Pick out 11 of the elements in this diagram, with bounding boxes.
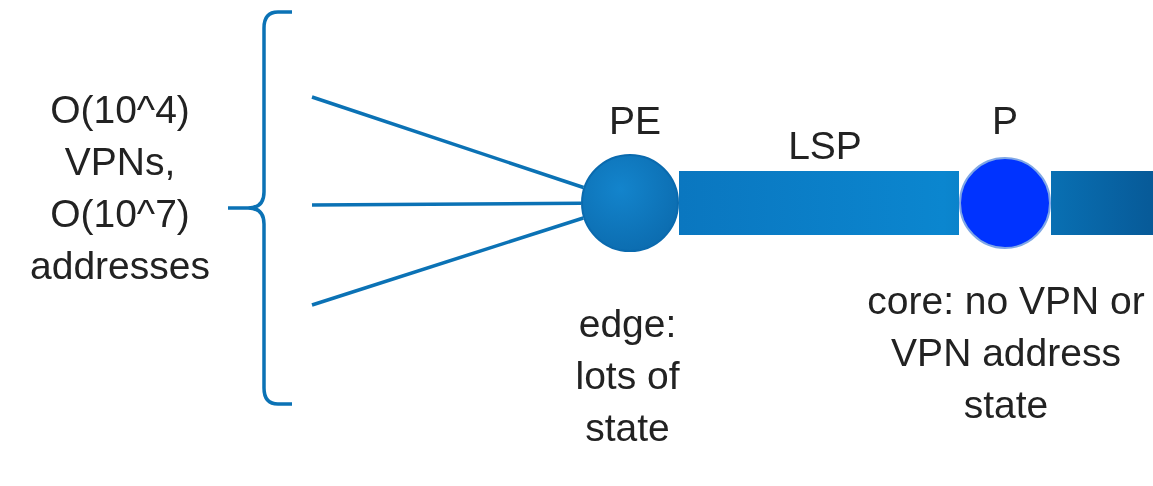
- connector-line: [312, 201, 581, 207]
- scale-note: O(10^4) VPNs, O(10^7) addresses: [29, 87, 211, 289]
- connector-line: [311, 216, 584, 307]
- node-label: P: [991, 98, 1019, 144]
- node-description: edge: lots of state: [574, 301, 681, 451]
- node-label: PE: [608, 98, 662, 144]
- lsp-band: [679, 171, 959, 235]
- edge-label: LSP: [787, 123, 863, 169]
- connector-line: [311, 95, 585, 190]
- lsp-band: [1051, 171, 1153, 235]
- node-description: core: no VPN or VPN address state: [866, 278, 1146, 428]
